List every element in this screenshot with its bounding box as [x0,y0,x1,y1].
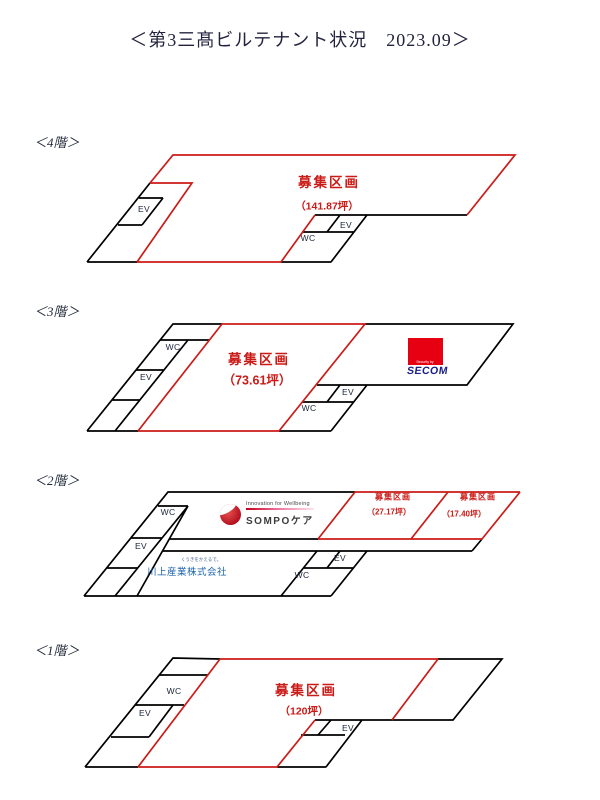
floor-1-core-ev-label: EV [342,723,354,733]
floor-2-left-wc-label: WC [160,507,176,517]
floor-2-vacancy-2-name: 募集区画 [460,492,496,502]
floor-3-left-ev-label: EV [140,372,152,382]
floor-2-left-ev-label: EV [135,541,147,551]
floor-1-left-ev-label: EV [139,708,151,718]
floor-2-core-wc-label: WC [294,570,310,580]
secom-logo-mark: Security by [407,338,443,365]
floor-3-plan [86,323,515,432]
floor-4-plan [86,154,517,263]
floor-3-vacancy-name: 募集区画 [228,352,290,367]
secom-brand-text: SECOM [406,365,449,377]
page-title: ＜第3三髙ビルテナント状況 2023.09＞ [129,30,471,50]
secom-logo: Security by SECOM [406,338,449,377]
floor-2-vacancy-2-area: （17.40坪） [441,509,487,519]
sompo-logo: Innovation for Wellbeing SOMPOケア [220,501,314,527]
floor-4-outline-black [86,182,467,263]
floor-2-vacancy-1-name: 募集区画 [375,492,411,502]
floor-4-vacancy-red [136,154,517,263]
floor-3-label: ＜3階＞ [34,304,80,319]
sompo-swoosh-highlight [220,503,238,518]
floor-1-outline-black [84,657,504,768]
sompo-gradient-bar [246,508,314,510]
floor-1-vacancy-red [137,658,439,768]
floor-4-vacancy-area: （141.87坪） [295,200,359,213]
floor-1-label: ＜1階＞ [34,643,80,658]
floor-3-left-wc-label: WC [165,342,181,352]
floor-2-plan [83,491,521,597]
kawakami-tagline: くうきをかえるで。 [181,557,222,562]
kawakami-brand-text: 川上産業株式会社 [147,567,228,578]
floor-4-left-ev-label: EV [138,204,150,214]
floor-4-vacancy-name: 募集区画 [298,175,360,190]
sompo-tagline: Innovation for Wellbeing [246,501,310,507]
floor-2-core-ev-label: EV [334,553,346,563]
floor-4-label: ＜4階＞ [34,135,80,150]
floor-3-core-wc-label: WC [301,403,317,413]
floor-1-left-wc-label: WC [166,686,182,696]
kawakami-logo: くうきをかえるで。 川上産業株式会社 [147,557,227,578]
sompo-brand-text: SOMPOケア [246,516,314,527]
floor-2-label: ＜2階＞ [34,473,80,488]
sompo-globe-icon [220,503,241,525]
floor-1-vacancy-area: （120坪） [279,705,329,718]
floor-1-plan [84,657,504,768]
floor-4-core-wc-label: WC [300,233,316,243]
floor-1-vacancy-name: 募集区画 [275,683,337,698]
floor-3-core-ev-label: EV [342,387,354,397]
secom-sub-text: Security by [416,360,434,364]
floor-2-vacancy-red [317,491,521,540]
floor-3-vacancy-red [137,323,367,432]
floor-2-vacancy-1-area: （27.17坪） [366,507,412,517]
floor-3-vacancy-area: （73.61坪） [222,373,292,388]
floor-2-outline-black [83,491,483,597]
floor-3-outline-black [86,323,515,432]
floor-4-core-ev-label: EV [340,220,352,230]
